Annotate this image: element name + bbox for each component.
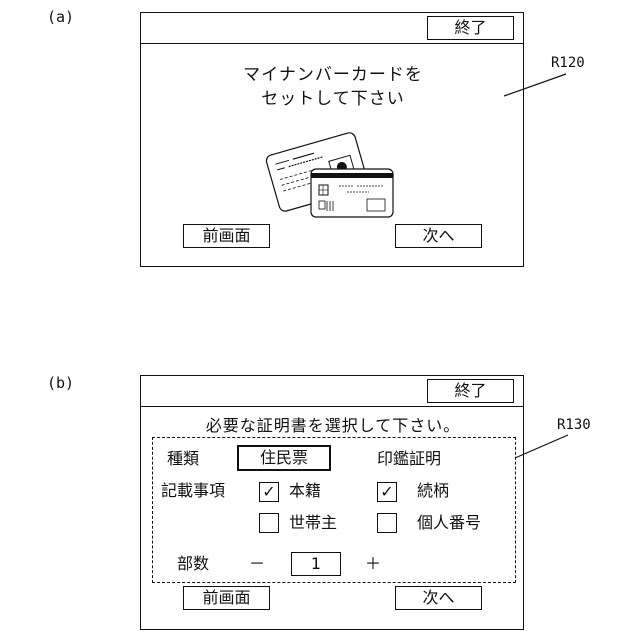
ref-label-r120: R120	[551, 55, 585, 71]
checkbox-household-head[interactable]	[259, 513, 279, 533]
certificate-select-screen: 終了 必要な証明書を選択して下さい。 種類 住民票 印鑑証明 記載事項 ✓ 本籍…	[140, 375, 524, 630]
figure-a-label: (a)	[47, 8, 74, 26]
checkbox-honseki-label: 本籍	[289, 481, 321, 501]
type-label: 種類	[167, 449, 199, 469]
figure-b-label: (b)	[47, 374, 74, 392]
back-button[interactable]: 前画面	[183, 224, 270, 248]
next-button[interactable]: 次へ	[395, 224, 482, 248]
ref-label-r130: R130	[557, 417, 591, 433]
decrement-button[interactable]: －	[249, 554, 265, 574]
copies-count-value: 1	[311, 554, 321, 573]
card-back-face	[311, 169, 393, 217]
checkbox-honseki[interactable]: ✓	[259, 482, 279, 502]
increment-button[interactable]: ＋	[365, 554, 381, 574]
back-button[interactable]: 前画面	[183, 586, 270, 610]
prompt-message-line1: マイナンバーカードを	[141, 63, 525, 87]
copies-count-field[interactable]: 1	[291, 552, 341, 576]
copies-label: 部数	[177, 554, 209, 574]
next-button[interactable]: 次へ	[395, 586, 482, 610]
prompt-message-line2: セットして下さい	[141, 87, 525, 111]
items-label: 記載事項	[161, 481, 225, 501]
checkbox-relationship[interactable]: ✓	[377, 482, 397, 502]
close-button[interactable]: 終了	[427, 379, 514, 403]
checkbox-individual-number-label: 個人番号	[417, 513, 481, 533]
card-prompt-screen: 終了 マイナンバーカードを セットして下さい	[140, 12, 524, 267]
close-button[interactable]: 終了	[427, 16, 514, 40]
checkbox-individual-number[interactable]	[377, 513, 397, 533]
type-value: 住民票	[260, 448, 308, 467]
type-resident-record-button[interactable]: 住民票	[237, 445, 331, 471]
seal-certificate-option[interactable]: 印鑑証明	[377, 449, 441, 469]
checkbox-household-head-label: 世帯主	[289, 513, 337, 533]
checkbox-relationship-label: 続柄	[417, 481, 449, 501]
my-number-card-illustration	[257, 121, 407, 221]
instruction-text: 必要な証明書を選択して下さい。	[141, 414, 525, 438]
